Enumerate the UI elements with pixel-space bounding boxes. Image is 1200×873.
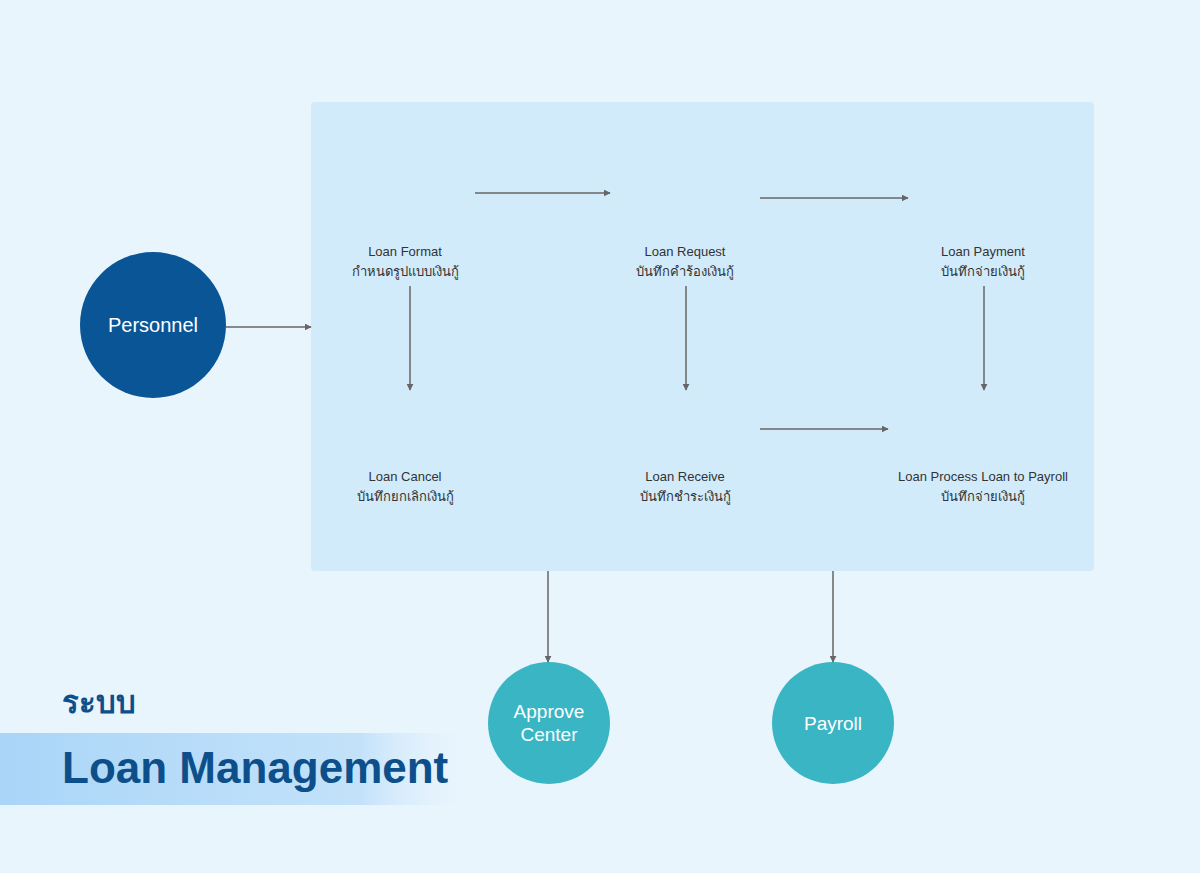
step-subtitle: บันทึกยกเลิกเงินกู้ xyxy=(335,487,475,507)
system-circle: Personnel xyxy=(80,252,226,398)
process-step: Loan Requestบันทึกคำร้องเงินกู้ xyxy=(610,156,760,286)
flow-arrow xyxy=(832,571,834,662)
node-title: Payroll xyxy=(804,712,862,735)
system-circle: Approve Center xyxy=(488,662,610,784)
system-circle: Payroll xyxy=(772,662,894,784)
circle-content: Personnel xyxy=(80,252,226,398)
system-label: ระบบ xyxy=(62,683,136,723)
step-title: Loan Process Loan to Payroll xyxy=(888,467,1078,487)
step-title: Loan Cancel xyxy=(335,467,475,487)
step-subtitle: กำหนดรูปแบบเงินกู้ xyxy=(335,262,475,282)
step-subtitle: บันทึกคำร้องเงินกู้ xyxy=(610,262,760,282)
step-subtitle: บันทึกจ่ายเงินกู้ xyxy=(908,262,1058,282)
circle-fill xyxy=(772,662,894,784)
diagram-title: Loan Management xyxy=(62,740,448,796)
process-step: Loan Receiveบันทึกชำระเงินกู้ xyxy=(610,390,760,511)
circle-outline xyxy=(488,662,610,784)
step-subtitle: บันทึกจ่ายเงินกู้ xyxy=(888,487,1078,507)
step-title: Loan Request xyxy=(610,242,760,262)
flow-arrow xyxy=(226,326,311,328)
title-band xyxy=(0,733,480,805)
step-title: Loan Receive xyxy=(610,467,760,487)
circle-content: Payroll xyxy=(772,662,894,784)
process-step: Loan Formatกำหนดรูปแบบเงินกู้ xyxy=(335,156,475,286)
module-container: Loan Formatกำหนดรูปแบบเงินกู้ Loan Reques… xyxy=(311,102,1094,571)
step-title: Loan Payment xyxy=(908,242,1058,262)
process-step: Loan Paymentบันทึกจ่ายเงินกู้ xyxy=(908,156,1058,286)
circle-fill xyxy=(80,252,226,398)
circle-fill xyxy=(488,662,610,784)
step-subtitle: บันทึกชำระเงินกู้ xyxy=(610,487,760,507)
process-step: Loan Cancelบันทึกยกเลิกเงินกู้ xyxy=(335,390,475,511)
node-title: Approve Center xyxy=(501,700,597,746)
flow-arrow xyxy=(547,571,549,662)
circle-content: Approve Center xyxy=(488,662,610,784)
process-step: Loan Process Loan to Payrollบันทึกจ่ายเง… xyxy=(888,390,1078,511)
node-title: Personnel xyxy=(108,314,198,337)
step-title: Loan Format xyxy=(335,242,475,262)
